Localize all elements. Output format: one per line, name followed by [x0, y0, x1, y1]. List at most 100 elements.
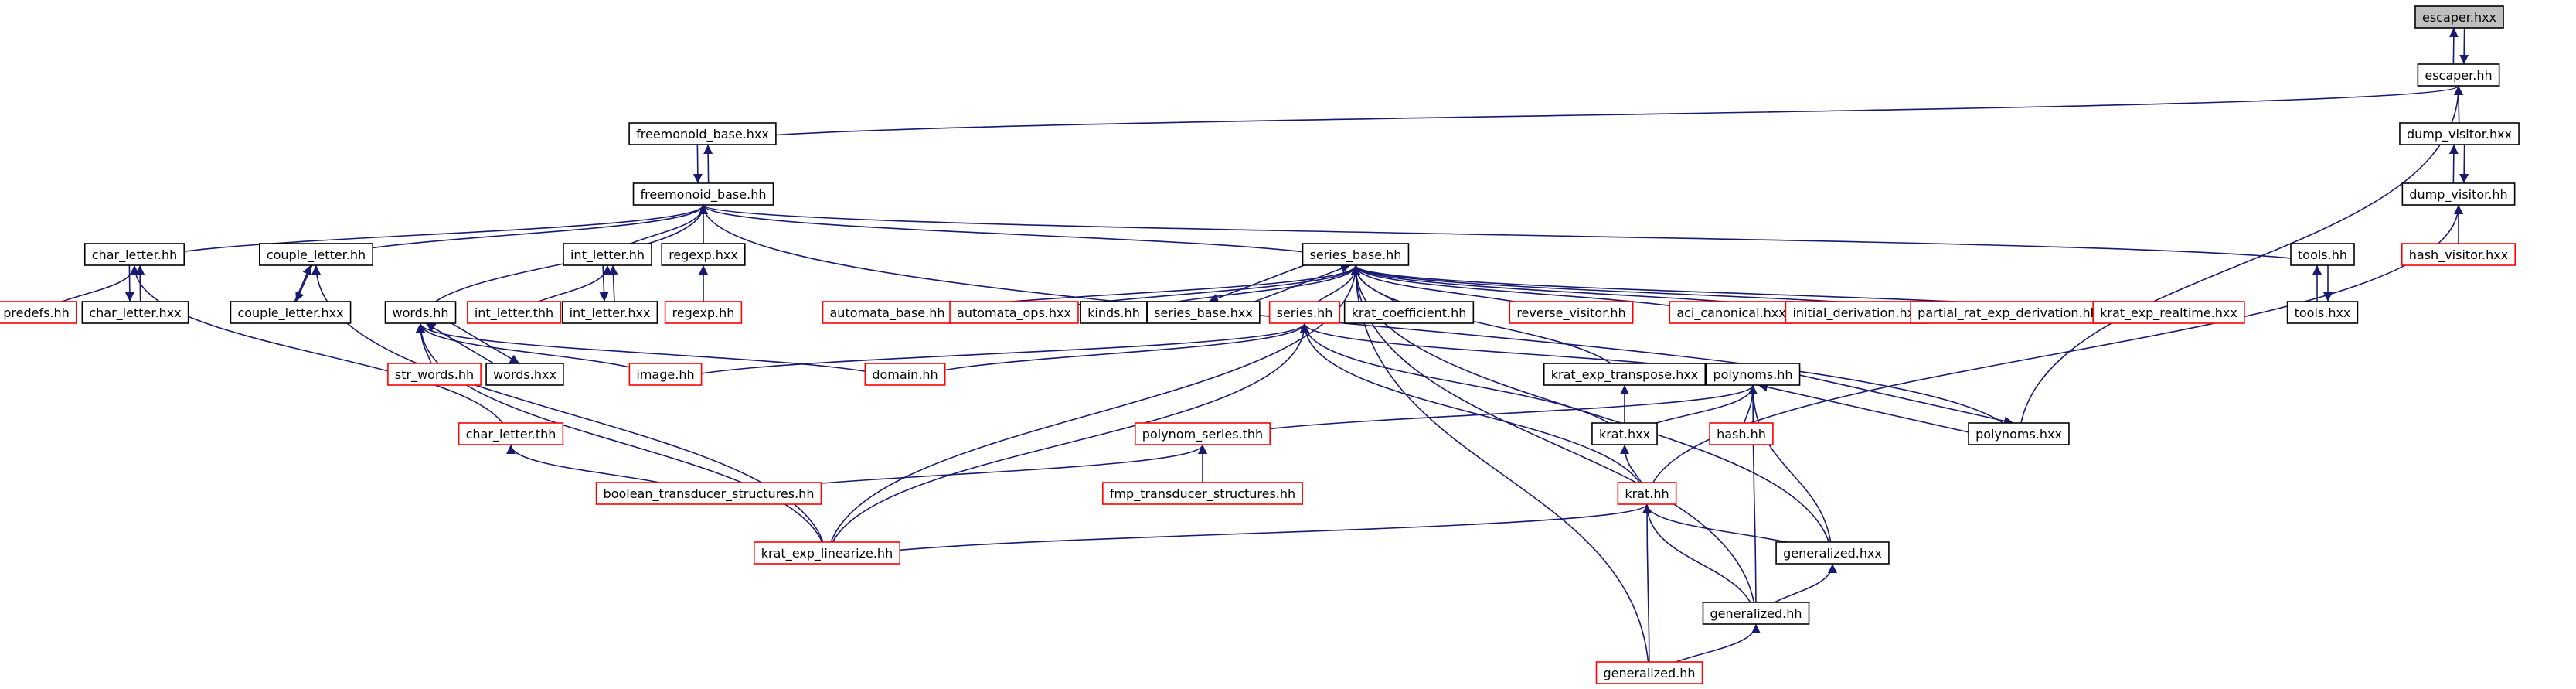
node-tools-hh[interactable]: tools.hh — [2290, 243, 2355, 266]
node-series-hh[interactable]: series.hh — [1268, 301, 1341, 324]
node-krat-coefficient-hh[interactable]: krat_coefficient.hh — [1343, 301, 1475, 324]
node-label: regexp.hh — [672, 305, 735, 320]
node-reverse-visitor-hh[interactable]: reverse_visitor.hh — [1509, 301, 1634, 324]
node-char-letter-thh[interactable]: char_letter.thh — [458, 422, 564, 445]
edge-domain-hh-to-series-hh — [904, 322, 1309, 386]
node-automata-ops-hxx[interactable]: automata_ops.hxx — [949, 301, 1079, 324]
node-label: freemonoid_base.hh — [641, 187, 767, 203]
node-label: polynom_series.thh — [1142, 427, 1263, 442]
node-label: predefs.hh — [3, 305, 70, 320]
node-krat-exp-transpose-hxx[interactable]: krat_exp_transpose.hxx — [1543, 363, 1707, 386]
node-words-hxx[interactable]: words.hxx — [485, 363, 564, 386]
node-freemonoid-base-hh[interactable]: freemonoid_base.hh — [632, 182, 774, 206]
node-label: int_letter.thh — [475, 305, 553, 321]
node-tools-hxx[interactable]: tools.hxx — [2286, 301, 2359, 324]
node-box — [1595, 661, 1703, 684]
node-int-letter-hxx[interactable]: int_letter.hxx — [561, 301, 658, 324]
edge-krat-exp-linearize-hh-to-series-hh — [826, 322, 1309, 565]
node-generalized-hh-black[interactable]: generalized.hh — [1702, 602, 1810, 625]
node-generalized-hh-red[interactable]: generalized.hh — [1595, 661, 1703, 684]
node-str-words-hh[interactable]: str_words.hh — [387, 363, 482, 386]
file-nodes: escaper.hxx escaper.hh freemonoid_base.hxx… — [0, 5, 2520, 684]
node-box — [595, 482, 822, 505]
node-box — [2290, 243, 2355, 266]
node-hash-hh[interactable]: hash.hh — [1709, 422, 1774, 445]
node-freemonoid-base-hxx[interactable]: freemonoid_base.hxx — [628, 122, 777, 145]
node-box — [2414, 5, 2504, 29]
node-regexp-hxx[interactable]: regexp.hxx — [661, 243, 746, 266]
node-label: image.hh — [636, 367, 694, 382]
node-label: series.hh — [1277, 305, 1333, 320]
node-label: generalized.hxx — [1783, 546, 1882, 561]
node-partial-rat-exp-derivation-hh[interactable]: partial_rat_exp_derivation.hh — [1910, 301, 2106, 324]
node-label: krat.hxx — [1599, 427, 1650, 442]
node-label: polynoms.hh — [1713, 367, 1792, 382]
node-image-hh[interactable]: image.hh — [628, 363, 703, 386]
node-box — [628, 363, 703, 386]
node-box — [1509, 301, 1634, 324]
node-label: series_base.hxx — [1154, 305, 1253, 321]
node-label: krat.hh — [1625, 486, 1669, 501]
node-label: kinds.hh — [1087, 305, 1140, 320]
node-aci-canonical-hxx[interactable]: aci_canonical.hxx — [1669, 301, 1794, 324]
node-box — [2417, 63, 2500, 87]
node-krat-hh[interactable]: krat.hh — [1617, 482, 1677, 505]
node-box — [664, 301, 743, 324]
node-label: krat_coefficient.hh — [1352, 305, 1467, 321]
node-hash-visitor-hxx[interactable]: hash_visitor.hxx — [2401, 243, 2516, 266]
node-couple-letter-hh[interactable]: couple_letter.hh — [259, 243, 373, 266]
node-box — [1775, 541, 1890, 565]
node-initial-derivation-hxx[interactable]: initial_derivation.hxx — [1785, 301, 1930, 324]
node-predefs-hh[interactable]: predefs.hh — [0, 301, 77, 324]
edge-tools-hh-to-freemonoid-base-hh — [699, 204, 2323, 266]
node-box — [1669, 301, 1794, 324]
node-words-hh[interactable]: words.hh — [384, 301, 457, 324]
node-box — [1617, 482, 1677, 505]
node-domain-hh[interactable]: domain.hh — [864, 363, 946, 386]
node-label: words.hxx — [493, 367, 556, 382]
node-label: int_letter.hh — [570, 247, 645, 263]
node-char-letter-hh[interactable]: char_letter.hh — [83, 243, 185, 266]
node-automata-base-hh[interactable]: automata_base.hh — [822, 301, 953, 324]
node-int-letter-thh[interactable]: int_letter.thh — [467, 301, 561, 324]
node-box — [1102, 482, 1303, 505]
node-char-letter-hxx[interactable]: char_letter.hxx — [81, 301, 189, 324]
node-escaper-hh[interactable]: escaper.hh — [2417, 63, 2500, 87]
node-box — [561, 301, 658, 324]
node-label: char_letter.hxx — [89, 305, 181, 321]
node-krat-hxx[interactable]: krat.hxx — [1591, 422, 1658, 445]
node-box — [2092, 301, 2245, 324]
node-dump-visitor-hh[interactable]: dump_visitor.hh — [2401, 182, 2516, 206]
node-fmp-transducer-structures-hh[interactable]: fmp_transducer_structures.hh — [1102, 482, 1303, 505]
node-box — [1134, 422, 1271, 445]
node-label: dump_visitor.hxx — [2407, 127, 2512, 142]
node-generalized-hxx[interactable]: generalized.hxx — [1775, 541, 1890, 565]
edge-krat-exp-linearize-hh-to-krat-hh — [826, 503, 1652, 565]
node-polynoms-hxx[interactable]: polynoms.hxx — [1968, 422, 2070, 445]
node-escaper-hxx[interactable]: escaper.hxx — [2414, 5, 2504, 29]
edge-krat-hh-to-series-hh — [1300, 322, 1648, 505]
node-box — [661, 243, 746, 266]
node-label: words.hh — [392, 305, 448, 320]
node-boolean-transducer-structures-hh[interactable]: boolean_transducer_structures.hh — [595, 482, 822, 505]
node-label: automata_base.hh — [830, 305, 945, 321]
edge-polynoms-hxx-to-escaper-hh — [2018, 85, 2463, 445]
node-box — [2286, 301, 2359, 324]
node-polynom-series-thh[interactable]: polynom_series.thh — [1134, 422, 1271, 445]
node-box — [1146, 301, 1261, 324]
node-box — [1268, 301, 1341, 324]
node-polynoms-hh[interactable]: polynoms.hh — [1705, 363, 1801, 386]
node-series-base-hh[interactable]: series_base.hh — [1302, 243, 1410, 266]
node-box — [387, 363, 482, 386]
node-regexp-hh[interactable]: regexp.hh — [664, 301, 743, 324]
node-kinds-hh[interactable]: kinds.hh — [1080, 301, 1148, 324]
node-couple-letter-hxx[interactable]: couple_letter.hxx — [230, 301, 352, 324]
node-series-base-hxx[interactable]: series_base.hxx — [1146, 301, 1261, 324]
node-krat-exp-linearize-hh[interactable]: krat_exp_linearize.hh — [753, 541, 901, 565]
edge-freemonoid-base-hxx-to-escaper-hh — [702, 85, 2463, 145]
node-label: regexp.hxx — [669, 247, 738, 262]
node-dump-visitor-hxx[interactable]: dump_visitor.hxx — [2399, 122, 2520, 145]
node-box — [1543, 363, 1707, 386]
node-int-letter-hh[interactable]: int_letter.hh — [563, 243, 652, 266]
node-krat-exp-realtime-hxx[interactable]: krat_exp_realtime.hxx — [2092, 301, 2245, 324]
